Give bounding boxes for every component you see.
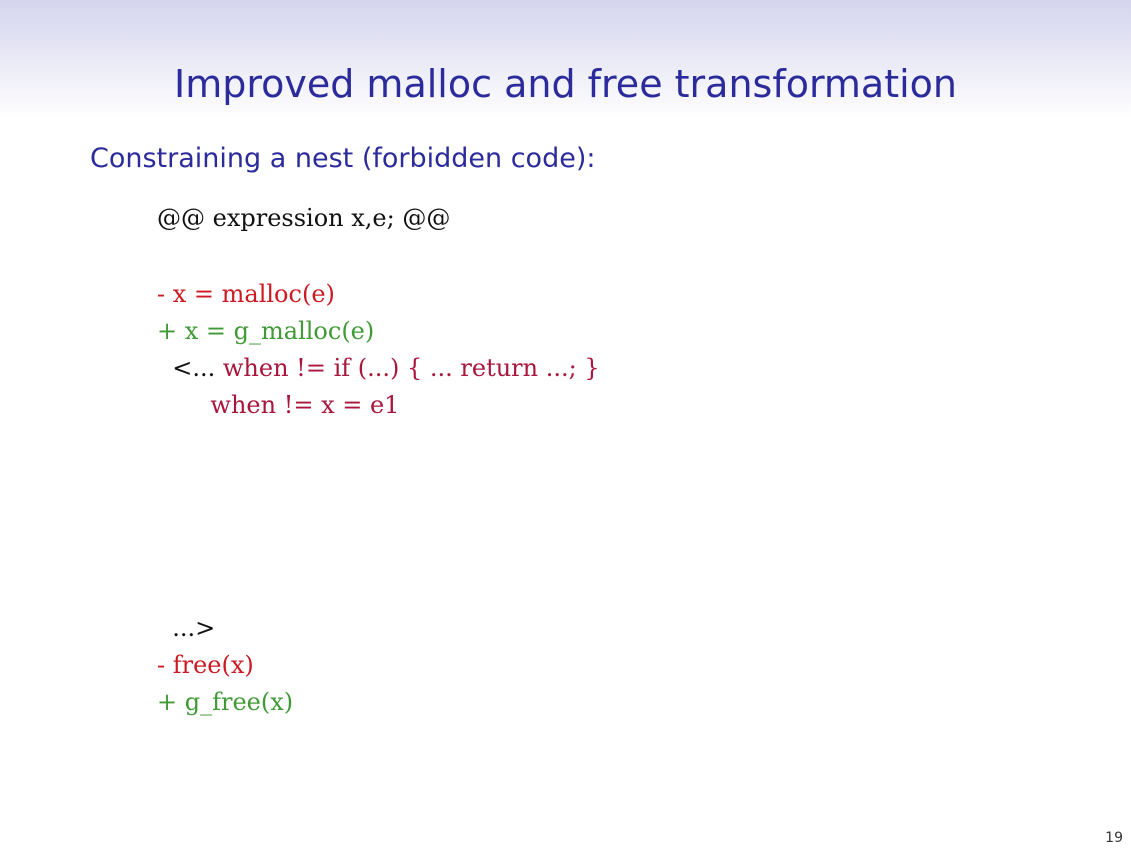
removed-line-malloc: - x = malloc(e): [157, 280, 335, 308]
code-block: - x = malloc(e) + x = g_malloc(e) <... wh…: [157, 276, 600, 424]
added-line-g-free: + g_free(x): [157, 688, 294, 716]
added-line-g-malloc: + x = g_malloc(e): [157, 317, 375, 345]
code-block-end: ...> - free(x) + g_free(x): [157, 610, 293, 721]
nest-open: <...: [157, 354, 223, 382]
when-constraint-if: when != if (...) { ... return ...; }: [222, 354, 600, 382]
slide-subtitle: Constraining a nest (forbidden code):: [90, 143, 596, 174]
when-constraint-assign: when != x = e1: [157, 391, 400, 419]
page-number: 19: [1105, 830, 1123, 846]
removed-line-free: - free(x): [157, 651, 254, 679]
code-header: @@ expression x,e; @@: [157, 204, 451, 232]
slide-title: Improved malloc and free transformation: [173, 62, 958, 106]
nest-close: ...>: [157, 614, 216, 642]
slide-header-band: [0, 0, 1131, 120]
